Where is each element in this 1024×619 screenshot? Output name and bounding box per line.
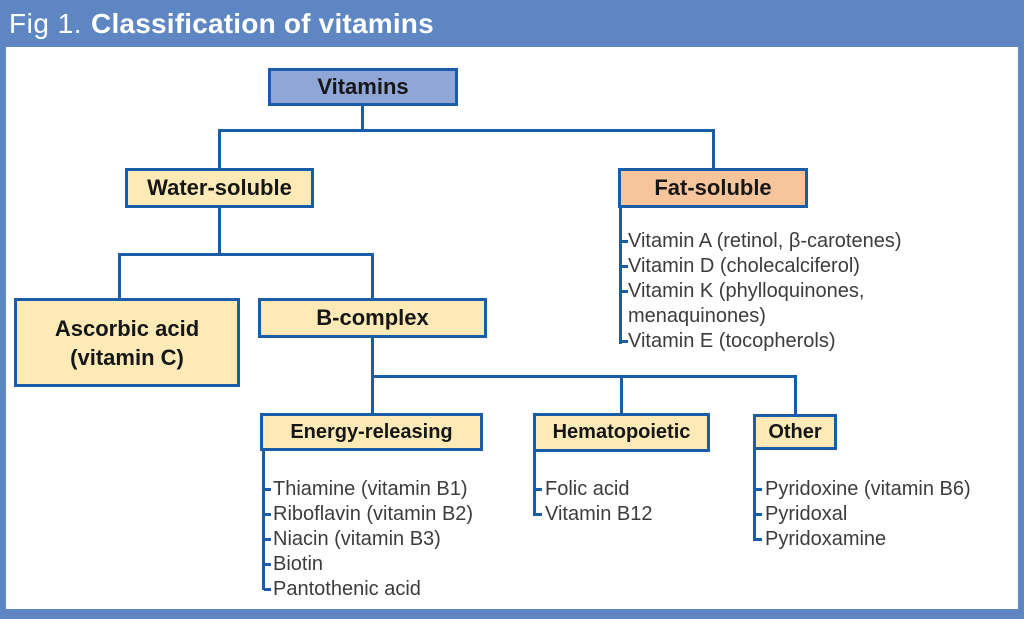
connector-to-water-soluble [218,130,221,170]
list-item: Riboflavin (vitamin B2) [262,502,507,527]
list-item-label: Biotin [273,553,324,575]
tick-mark [621,265,628,268]
node-fat-soluble-label: Fat-soluble [654,175,772,201]
list-item-label: Thiamine (vitamin B1) [273,478,468,500]
connector-root-down [361,105,364,132]
connector-to-fat-soluble [712,130,715,170]
figure-title: Classification of vitamins [91,7,434,39]
tick-mark [264,588,271,591]
list-fat-soluble: Vitamin A (retinol, β-carotenes) Vitamin… [619,207,955,354]
list-item-label: Vitamin B12 [545,503,653,525]
connector-b-complex-down [371,336,374,378]
list-item-label: Riboflavin (vitamin B2) [273,503,474,525]
list-item: Pyridoxal [753,502,1003,527]
list-hematopoietic: Folic acid Vitamin B12 [533,452,738,527]
list-item: Biotin [262,552,507,577]
connector-water-down [218,206,221,256]
tick-mark [621,340,628,343]
node-ascorbic-acid-line1: Ascorbic acid [54,315,200,341]
tick-mark [264,563,271,566]
connector-to-other [794,376,797,416]
tick-mark [264,513,271,516]
tick-mark [621,290,628,293]
list-energy-releasing: Thiamine (vitamin B1) Riboflavin (vitami… [262,451,507,602]
list-other-stem [753,450,756,541]
list-item-label: Vitamin A (retinol, β-carotenes) [628,230,902,252]
node-water-soluble-label: Water-soluble [147,175,292,201]
node-b-complex: B-complex [258,298,487,338]
connector-to-ascorbic [118,254,121,300]
connector-to-hematopoietic [620,376,623,415]
list-item: Niacin (vitamin B3) [262,527,507,552]
list-other: Pyridoxine (vitamin B6) Pyridoxal Pyrido… [753,450,1003,552]
node-water-soluble: Water-soluble [125,168,314,208]
list-item-label: Niacin (vitamin B3) [273,528,441,550]
list-item-label: Pyridoxamine [765,528,887,550]
node-energy-releasing: Energy-releasing [260,413,483,451]
list-item: Thiamine (vitamin B1) [262,477,507,502]
list-item-label: Vitamin D (cholecalciferol) [628,255,860,277]
tick-mark [264,488,271,491]
tick-mark [755,513,762,516]
list-item: Pantothenic acid [262,577,507,602]
node-vitamins: Vitamins [268,68,458,106]
list-hematopoietic-stem [533,452,536,516]
tick-mark [535,488,542,491]
node-hematopoietic: Hematopoietic [533,413,710,452]
list-item: Pyridoxine (vitamin B6) [753,477,1003,502]
figure-number-label: Fig 1. [9,7,83,39]
connector-to-energy [371,376,374,415]
tick-mark [264,538,271,541]
list-item: Vitamin E (tocopherols) [619,329,955,354]
node-vitamins-label: Vitamins [317,74,409,100]
list-item: Vitamin K (phylloquinones, menaquinones) [619,279,955,329]
connector-to-b-complex [371,254,374,300]
node-hematopoietic-label: Hematopoietic [552,421,691,443]
list-item-label: Pantothenic acid [273,578,421,600]
list-item: Vitamin D (cholecalciferol) [619,254,955,279]
node-b-complex-label: B-complex [316,305,429,331]
list-item: Pyridoxamine [753,527,1003,552]
node-other-label: Other [768,420,822,443]
list-item-label: Vitamin K (phylloquinones, menaquinones) [628,280,865,327]
list-item: Folic acid [533,477,738,502]
connector-low-horizontal [371,375,797,378]
connector-top-horizontal [218,129,715,132]
list-item: Vitamin B12 [533,502,738,527]
tick-mark [621,240,628,243]
node-fat-soluble: Fat-soluble [618,168,808,208]
tick-mark [755,538,762,541]
list-fat-soluble-stem [619,207,622,344]
tick-mark [535,513,542,516]
connector-mid-horizontal [118,253,374,256]
node-other: Other [753,414,837,450]
list-item-label: Folic acid [545,478,630,500]
node-energy-releasing-label: Energy-releasing [290,420,453,443]
list-energy-releasing-stem [262,451,265,590]
list-item: Vitamin A (retinol, β-carotenes) [619,229,955,254]
list-item-label: Pyridoxal [765,503,848,525]
node-ascorbic-acid: Ascorbic acid (vitamin C) [14,298,240,387]
node-ascorbic-acid-line2: (vitamin C) [70,344,184,370]
list-item-label: Pyridoxine (vitamin B6) [765,478,971,500]
figure-header-bar: Fig 1. Classification of vitamins [0,0,1024,47]
tick-mark [755,488,762,491]
list-item-label: Vitamin E (tocopherols) [628,330,836,352]
